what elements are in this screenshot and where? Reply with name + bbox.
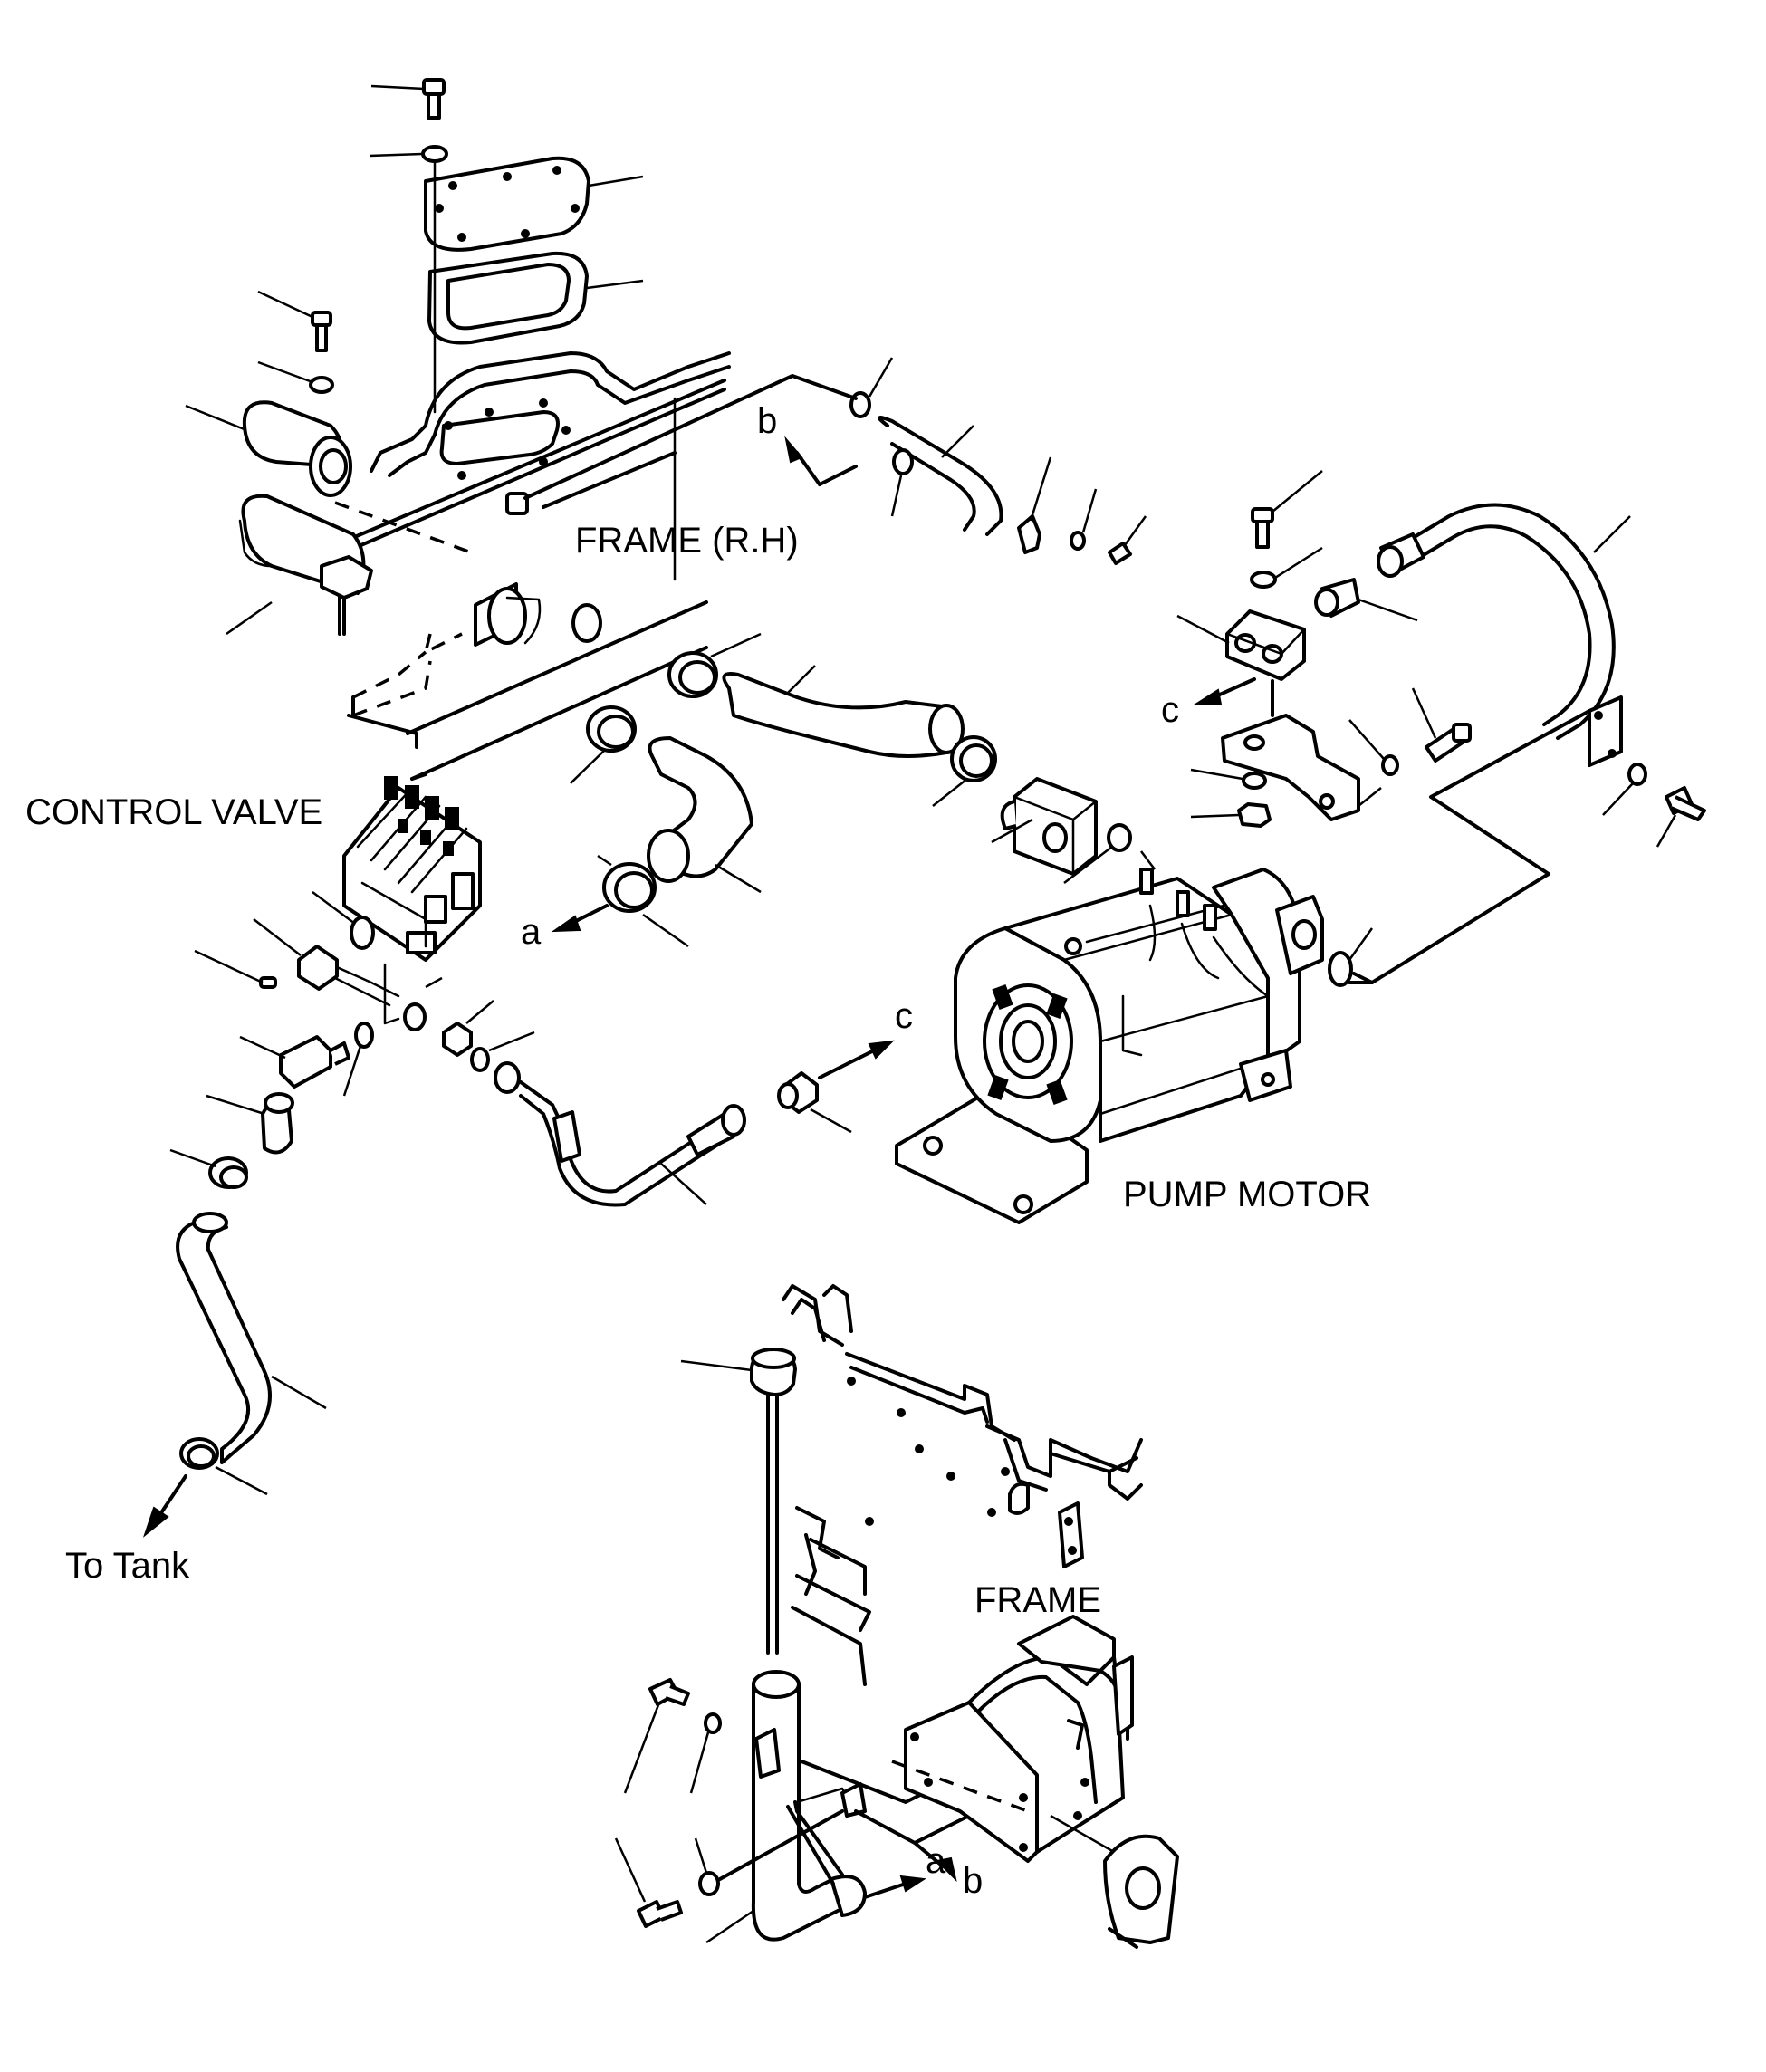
pump-motor: [895, 850, 1324, 1224]
filler-tube: [705, 1670, 867, 1944]
valve-o-ring-2: [342, 1022, 374, 1097]
ref-arrow-b-top: [784, 436, 821, 486]
leader-b-top: [523, 374, 858, 500]
relief-fitting: [239, 1035, 350, 1089]
frame-block: [1058, 1501, 1084, 1568]
tank-cover-gasket: [427, 251, 644, 345]
pipe-flange-o-ring: [1602, 763, 1647, 816]
strainer-port: [474, 582, 542, 647]
tank-return-clamp-lower: [179, 1437, 268, 1496]
tank-lower-edge: [406, 600, 708, 735]
valve-o-ring-1: [312, 890, 375, 950]
suction-strainer: [226, 494, 373, 636]
filter-washer: [257, 360, 334, 394]
pump-outlet-o-ring: [1328, 927, 1374, 987]
pump-bracket: [1221, 714, 1382, 821]
hose-adapter-left: [206, 1092, 294, 1155]
pressure-switch-screw: [194, 949, 277, 989]
pilot-hose-lower: [494, 1061, 746, 1207]
pump-suction-flange: [991, 777, 1098, 876]
retainer-washer: [1070, 488, 1098, 551]
tee-bolt: [1251, 470, 1323, 549]
tank-return-clamp-upper: [169, 1148, 248, 1189]
tank-bottom-edge: [410, 646, 708, 781]
pilot-hose-o-ring-1: [849, 357, 894, 418]
tee-fitting: [1176, 609, 1306, 681]
ref-arrow-a-bottom: [863, 1875, 926, 1899]
control-valve: [342, 776, 482, 962]
ref-c-top: c: [1161, 690, 1179, 730]
ref-a-bottom: a: [926, 1841, 946, 1881]
bracket-washer: [1190, 768, 1267, 790]
hydraulic-tank-frame-rh: [338, 351, 731, 636]
pipe-flange-bolt: [1656, 786, 1706, 848]
frame-upper-bracket: [782, 1284, 1143, 1526]
hose-retainer-bracket: [1017, 456, 1052, 554]
ref-arrow-b-bottom: [913, 1841, 957, 1883]
suction-hose-lower: [647, 736, 762, 894]
mount-bolt-lower: [614, 1837, 683, 1928]
ref-arrow-c-top: [1192, 677, 1256, 705]
suction-hose-clamp-2: [932, 735, 997, 807]
mount-bolt-upper: [623, 1678, 690, 1794]
label-frame-rh: FRAME (R.H): [575, 521, 799, 561]
filter-bolt: [257, 290, 332, 352]
dipstick: [680, 1348, 797, 1655]
suction-hose-clamp-1: [667, 632, 762, 698]
ref-arrow-a-mid: [551, 904, 609, 933]
pipe-flange: [1588, 695, 1623, 767]
flange-o-ring: [1063, 823, 1132, 884]
pilot-hose-o-ring-2: [890, 448, 914, 517]
return-filter-cartridge: [185, 400, 352, 497]
suction-hose-clamp-3: [570, 705, 637, 784]
ref-b-top: b: [757, 401, 777, 441]
pilot-fitting-1: [442, 1022, 473, 1057]
pressure-switch: [253, 918, 400, 998]
valve-o-ring-3: [403, 976, 443, 1031]
pilot-hose-upper: [878, 416, 1003, 536]
mount-washer-lower: [694, 1837, 720, 1896]
tee-washer: [1250, 546, 1323, 589]
suction-hose-upper: [722, 665, 965, 758]
pilot-o-ring-lower: [470, 1031, 535, 1072]
suction-o-ring: [571, 603, 602, 643]
retainer-screw: [1108, 515, 1147, 565]
bracket-o-ring: [1348, 719, 1399, 776]
bracket-bolt: [1411, 687, 1472, 763]
label-pump-motor: PUMP MOTOR: [1123, 1175, 1371, 1214]
ref-a-mid: a: [521, 912, 542, 952]
label-to-tank: To Tank: [65, 1546, 190, 1586]
leader-pipe-to-pump: [1352, 709, 1591, 984]
pressure-pipe: [1377, 503, 1631, 740]
tank-return-hose: [176, 1212, 327, 1464]
ref-arrow-c-mid: [818, 1040, 895, 1079]
suction-hose-clamp-4: [597, 854, 689, 948]
tank-cover-plate: [424, 156, 644, 252]
top-cover-washer: [369, 145, 448, 163]
pilot-fitting-2: [777, 1071, 852, 1134]
ref-b-bottom: b: [963, 1861, 983, 1901]
to-tank-arrow: [142, 1474, 187, 1538]
label-frame: FRAME: [974, 1580, 1101, 1620]
pipe-nipple-upper: [1314, 578, 1418, 622]
top-cover-bolt: [370, 78, 446, 120]
bracket-nut: [1190, 802, 1272, 828]
ref-c-mid: c: [895, 996, 913, 1036]
tank-mount-bracket: [891, 1615, 1179, 1949]
frame-lower-cut: [791, 1506, 871, 1686]
mount-washer-upper: [689, 1712, 722, 1794]
label-control-valve: CONTROL VALVE: [25, 792, 322, 832]
